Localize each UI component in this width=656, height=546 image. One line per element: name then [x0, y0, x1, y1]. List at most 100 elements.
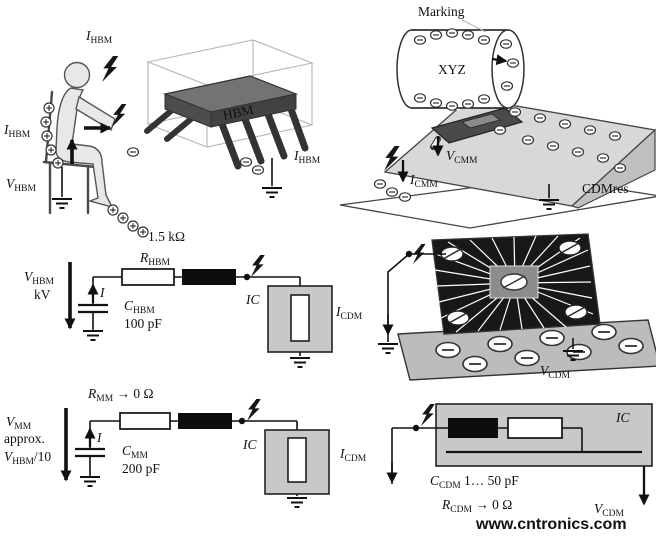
- die-corner-pad: [558, 240, 582, 256]
- ground-icon: [261, 187, 283, 198]
- current-label: I: [96, 430, 103, 445]
- resistor-open-box: [121, 268, 175, 286]
- negative-charge-icon: [461, 99, 475, 109]
- negative-charge-icon: [398, 192, 412, 202]
- chip-wireframe-box: [146, 39, 314, 148]
- vcmm-label: VCMM: [446, 148, 478, 166]
- vhbm-label: VHBM: [24, 269, 54, 287]
- negative-charge-icon: [508, 107, 522, 117]
- ic-label: IC: [245, 292, 260, 307]
- vhbm-left-label: VHBM: [6, 176, 36, 194]
- negative-charge-icon: [435, 341, 461, 359]
- resistor-black-box: [448, 418, 498, 438]
- positive-charge-icon: [43, 102, 55, 114]
- negative-charge-icon: [445, 28, 459, 38]
- positive-charge-icon: [127, 220, 139, 232]
- chip-label: HBM: [222, 102, 255, 123]
- negative-charge-icon: [461, 30, 475, 40]
- positive-charge-icon: [117, 212, 129, 224]
- chip-pin: [287, 105, 309, 152]
- chip-pin: [218, 120, 242, 170]
- negative-charge-icon: [126, 147, 140, 157]
- ground-icon: [82, 330, 104, 341]
- negative-charge-icon: [506, 58, 520, 68]
- ground-icon: [289, 357, 311, 368]
- positive-charge-icon: [107, 204, 119, 216]
- approx-label: approx.: [4, 431, 45, 446]
- negative-charge-icon: [546, 141, 560, 151]
- cdm-setup-illustration: XYZ: [339, 4, 656, 229]
- node-dot: [405, 250, 413, 258]
- circuit-wires: [391, 427, 583, 484]
- cylinder-edges: [412, 29, 508, 109]
- ccdm-label: CCDM 1… 50 pF: [430, 473, 519, 491]
- negative-charge-icon: [239, 157, 253, 167]
- negative-charge-icon: [429, 98, 443, 108]
- rmm-label: RMM → 0 Ω: [87, 386, 154, 404]
- ground-icon: [286, 497, 308, 508]
- positive-charge-icon: [45, 144, 57, 156]
- icmm-label: ICMM: [409, 172, 438, 190]
- cmm-label: CMM: [122, 443, 148, 461]
- negative-charge-icon: [413, 93, 427, 103]
- icdm-label: ICDM: [339, 446, 367, 464]
- marking-cylinder: XYZ: [396, 29, 525, 109]
- negative-charge-icon: [445, 101, 459, 111]
- negative-charge-icon: [596, 153, 610, 163]
- positive-charge-icon: [52, 157, 64, 169]
- cdm-equivalent-circuit: ICDM IC CCDM 1… 50 pF RCDM → 0 Ω VCDM: [339, 403, 653, 519]
- watermark: www.cntronics.com: [475, 516, 627, 533]
- chip-pin: [264, 110, 288, 160]
- ihbm-right-label: IHBM: [293, 148, 321, 166]
- chbm-value: 100 pF: [124, 316, 162, 331]
- negative-charge-icon: [373, 179, 387, 189]
- resistor-open-box: [119, 412, 171, 430]
- vmm-label: VMM: [6, 414, 32, 432]
- resistor-black-box: [178, 413, 232, 429]
- negative-charge-icon: [500, 81, 514, 91]
- node-dot: [243, 273, 251, 281]
- person-arm: [75, 95, 116, 132]
- vcdm-label: VCDM: [594, 501, 624, 519]
- node-dot: [238, 417, 246, 425]
- die-bondwire-starburst: [434, 235, 594, 333]
- dip-chip: HBM: [144, 75, 309, 170]
- negative-charge-icon: [493, 125, 507, 135]
- negative-charge-icon: [462, 355, 488, 373]
- hbm-equivalent-circuit: VHBM kV RHBM I CHBM 100 pF IC: [24, 250, 333, 368]
- icdm-label: ICDM: [335, 304, 363, 322]
- cdmres-label: CDMres: [582, 181, 629, 196]
- device-marking-text: XYZ: [438, 62, 466, 77]
- ic-label: IC: [615, 410, 630, 425]
- person-head: [63, 61, 91, 89]
- esd-bolt-icon: [247, 399, 261, 421]
- cmm-value: 200 pF: [122, 461, 160, 476]
- negative-charge-icon: [413, 35, 427, 45]
- mm-equivalent-circuit: RMM → 0 Ω VMM approx. VHBM/10 I CMM 200 …: [4, 386, 330, 508]
- dut-element: [290, 294, 310, 342]
- marking-pointer-line: [461, 19, 487, 33]
- negative-charge-icon: [521, 135, 535, 145]
- cylinder-right-cap: [491, 29, 525, 109]
- die-corner-pad: [446, 310, 470, 326]
- negative-charge-icon: [608, 131, 622, 141]
- positive-charge-icon: [41, 130, 53, 142]
- negative-charge-icon: [539, 329, 565, 347]
- marking-label: Marking: [418, 4, 465, 19]
- negative-charge-icon: [591, 323, 617, 341]
- ground-icon: [51, 198, 73, 209]
- chip-pin: [164, 116, 194, 142]
- chair: [42, 90, 98, 215]
- cdm-die-illustration: ICDM VCDM: [335, 233, 656, 381]
- negative-charge-icon: [429, 30, 443, 40]
- negative-charge-icon: [533, 113, 547, 123]
- esd-bolt-icon: [102, 56, 119, 82]
- negative-charge-icon: [583, 125, 597, 135]
- ic-label: IC: [242, 437, 257, 452]
- esd-bolt-icon: [251, 255, 265, 277]
- dut-element: [287, 437, 307, 483]
- ground-icon: [79, 476, 101, 487]
- vcdm-label: VCDM: [540, 363, 570, 381]
